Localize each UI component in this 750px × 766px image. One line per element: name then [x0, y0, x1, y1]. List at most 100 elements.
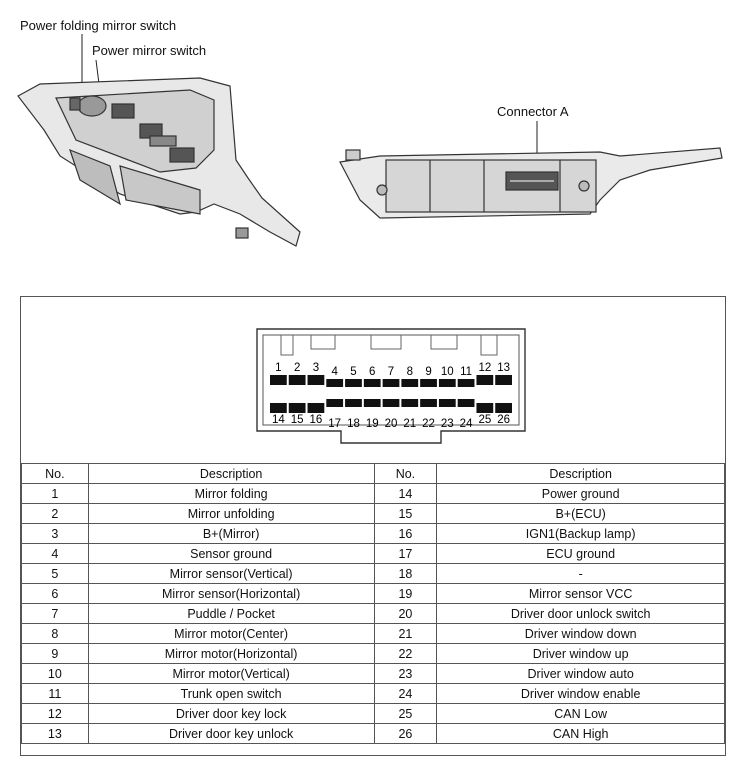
pin-16-terminal	[307, 403, 325, 413]
pin-description-cell: B+(Mirror)	[87, 523, 375, 544]
pin-description-cell: Driver door key unlock	[87, 723, 375, 744]
pin-description-cell: Puddle / Pocket	[87, 603, 375, 624]
pin-description-cell: Mirror sensor(Horizontal)	[87, 583, 375, 604]
pin-6-label: 6	[369, 366, 375, 378]
pin-10-terminal	[438, 379, 456, 387]
pin-9-terminal	[420, 379, 437, 387]
pin-number-cell: 16	[373, 523, 438, 544]
pin-description-cell: IGN1(Backup lamp)	[436, 523, 725, 544]
pin-8-terminal	[401, 379, 419, 387]
pin-description-cell: -	[436, 563, 725, 584]
pin-2-label: 2	[294, 362, 300, 374]
pin-number-cell: 17	[373, 543, 438, 564]
pin-19-terminal	[363, 399, 381, 407]
pin-number-cell: 25	[373, 703, 438, 724]
pin-number-cell: 22	[373, 643, 438, 664]
pin-7-terminal	[382, 379, 400, 387]
pin-description-cell: B+(ECU)	[436, 503, 725, 524]
pin-number-cell: 4	[21, 543, 89, 564]
pin-13-label: 13	[497, 362, 510, 374]
pin-17-terminal	[326, 399, 344, 407]
pin-number-cell: 10	[21, 663, 89, 684]
pin-24-terminal	[457, 399, 475, 407]
pin-10-label: 10	[441, 366, 454, 378]
pin-description-cell: ECU ground	[436, 543, 725, 564]
pin-description-cell: Sensor ground	[87, 543, 375, 564]
pin-15-terminal	[288, 403, 306, 413]
pin-description-cell: Mirror motor(Center)	[87, 623, 375, 644]
pin-9-label: 9	[425, 366, 431, 378]
pin-11-label: 11	[460, 366, 472, 378]
pin-13-terminal	[495, 375, 512, 385]
pin-26-label: 26	[497, 414, 510, 426]
pin-number-cell: 14	[373, 483, 438, 504]
pin-description-cell: Mirror folding	[87, 483, 375, 504]
pin-number-cell: 15	[373, 503, 438, 524]
pin-19-label: 19	[366, 418, 379, 430]
pin-number-cell: 11	[21, 683, 89, 704]
pin-5-terminal	[345, 379, 362, 387]
pin-description-cell: Mirror unfolding	[87, 503, 375, 524]
label-power-folding-mirror-switch: Power folding mirror switch	[20, 18, 177, 33]
header-no-left: No.	[21, 463, 89, 484]
pin-12-label: 12	[478, 362, 491, 374]
pin-14-terminal	[270, 403, 287, 413]
pin-24-label: 24	[460, 418, 473, 430]
pin-4-terminal	[326, 379, 344, 387]
pin-description-cell: Mirror motor(Horizontal)	[87, 643, 375, 664]
pin-description-cell: CAN Low	[436, 703, 725, 724]
table-header-row: No. Description No. Description	[21, 463, 725, 484]
pin-number-cell: 7	[21, 603, 89, 624]
label-connector-a: Connector A	[497, 104, 569, 119]
pin-number-cell: 12	[21, 703, 89, 724]
pin-6-terminal	[363, 379, 381, 387]
header-description-left: Description	[87, 463, 375, 484]
pin-12-terminal	[476, 375, 494, 385]
pin-number-cell: 2	[21, 503, 89, 524]
pin-description-cell: Mirror sensor VCC	[436, 583, 725, 604]
pin-number-cell: 6	[21, 583, 89, 604]
pin-4-label: 4	[331, 366, 338, 378]
pin-description-cell: Driver door unlock switch	[436, 603, 725, 624]
pin-22-label: 22	[422, 418, 435, 430]
pin-18-terminal	[345, 399, 362, 407]
pin-21-label: 21	[403, 418, 416, 430]
pin-15-label: 15	[291, 414, 304, 426]
pin-25-terminal	[476, 403, 494, 413]
pin-description-cell: Trunk open switch	[87, 683, 375, 704]
pin-number-cell: 1	[21, 483, 89, 504]
pin-14-label: 14	[272, 414, 285, 426]
pin-description-cell: Driver door key lock	[87, 703, 375, 724]
header-description-right: Description	[436, 463, 725, 484]
pin-number-cell: 8	[21, 623, 89, 644]
pin-number-cell: 19	[373, 583, 438, 604]
pin-5-label: 5	[350, 366, 356, 378]
pin-23-label: 23	[441, 418, 454, 430]
pin-8-label: 8	[407, 366, 413, 378]
pin-description-cell: Driver window enable	[436, 683, 725, 704]
pin-description-cell: Driver window down	[436, 623, 725, 644]
pin-20-label: 20	[385, 418, 398, 430]
pin-description-cell: Driver window up	[436, 643, 725, 664]
pin-18-label: 18	[347, 418, 360, 430]
pin-1-label: 1	[275, 362, 281, 374]
pin-number-cell: 26	[373, 723, 438, 744]
pin-20-terminal	[382, 399, 400, 407]
pin-number-cell: 13	[21, 723, 89, 744]
pin-description-cell: Mirror motor(Vertical)	[87, 663, 375, 684]
switch-panel-illustration	[17, 34, 723, 247]
pin-7-label: 7	[388, 366, 394, 378]
pin-11-terminal	[457, 379, 475, 387]
pin-16-label: 16	[310, 414, 323, 426]
pin-25-label: 25	[478, 414, 491, 426]
pin-1-terminal	[270, 375, 287, 385]
